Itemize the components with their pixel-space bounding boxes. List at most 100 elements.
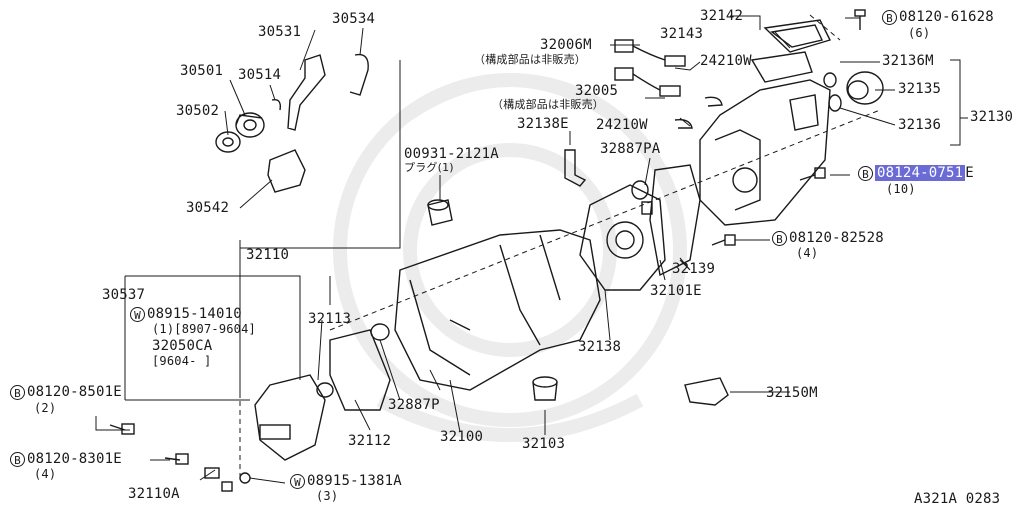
cover-32142 [763, 19, 831, 53]
bolt-symbol: B [10, 385, 25, 400]
qty-08124-0751e: (10) [886, 182, 916, 196]
label-30537: 30537 [102, 287, 146, 303]
label-00931-2121a: 00931-2121A [404, 146, 499, 162]
sensor-32006m [614, 39, 686, 67]
label-32100: 32100 [440, 429, 484, 445]
bolt-8301e [164, 453, 189, 465]
label-32142: 32142 [700, 8, 744, 24]
label-32006m: 32006M [540, 37, 592, 53]
label-30531: 30531 [258, 24, 302, 40]
bolt-symbol: B [772, 231, 787, 246]
label-32136: 32136 [898, 117, 942, 133]
bearing-sleeve-30502 [215, 131, 241, 153]
label-32110a: 32110A [128, 486, 180, 502]
label-24210w-a: 24210W [700, 53, 752, 69]
label-32136m: 32136M [882, 53, 934, 69]
clip-24210w-b [674, 118, 693, 129]
part-number: 08120-8301E [27, 451, 122, 467]
label-30542: 30542 [186, 200, 230, 216]
spring-30534 [349, 53, 369, 96]
label-32150m: 32150M [766, 385, 818, 401]
seal-32136m [823, 72, 837, 88]
note-32005: （構成部品は非販売） [492, 98, 604, 111]
bolt-0751 [799, 167, 826, 181]
label-32050ca: 32050CA [152, 338, 213, 354]
gasket-32143 [750, 51, 813, 83]
gasket-32139 [649, 164, 701, 277]
label-32135: 32135 [898, 81, 942, 97]
label-32101e: 32101E [650, 283, 702, 299]
pin [641, 201, 653, 215]
leader-lines [95, 14, 968, 484]
qty-08120-61628: (6) [908, 26, 931, 40]
front-cover-32110 [254, 374, 334, 461]
label-32138: 32138 [578, 339, 622, 355]
qty-08120-8501e: (2) [34, 401, 57, 415]
label-32110: 32110 [246, 247, 290, 263]
label-30502: 30502 [176, 103, 220, 119]
qty-08120-82528: (4) [796, 246, 819, 260]
clip-24210w-a [704, 96, 723, 107]
note-00931-plug: プラグ(1) [404, 161, 454, 174]
release-bearing-30501 [235, 112, 265, 138]
sensor-32005 [614, 67, 681, 97]
note-32006m: （構成部品は非販売） [474, 53, 586, 66]
watermark-emblem [333, 73, 687, 442]
washer-1381a [239, 472, 251, 484]
bolt-symbol: B [10, 452, 25, 467]
bolt-8501e [109, 423, 135, 435]
bolt-32110a [204, 467, 233, 492]
bushing-32887pa [631, 180, 649, 200]
range-32050ca: [9604- ] [152, 354, 212, 368]
bolt-82528 [711, 234, 736, 246]
bracket-32150m [684, 377, 729, 406]
label-32113: 32113 [308, 311, 352, 327]
adapter-plate-32101e [579, 184, 666, 291]
part-number: 08120-82528 [789, 230, 884, 246]
label-30514: 30514 [238, 67, 282, 83]
shift-fork-30531 [287, 54, 326, 131]
rear-extension-32130 [699, 79, 831, 226]
label-32887p: 32887P [388, 397, 440, 413]
plug-00931 [427, 199, 453, 226]
breather-32138e [564, 149, 587, 187]
label-32130: 32130 [970, 109, 1014, 125]
part-number: 08915-1381A [307, 473, 402, 489]
bolt-61628 [854, 9, 866, 30]
label-30534: 30534 [332, 11, 376, 27]
label-32103: 32103 [522, 436, 566, 452]
snap-ring-32136 [828, 94, 842, 112]
part-number-suffix: E [965, 165, 974, 181]
figure-code: A321A 0283 [914, 491, 1001, 507]
qty-08915-14010: (1)[8907-9604] [152, 322, 256, 336]
qty-08915-1381a: (3) [316, 489, 339, 503]
label-32112: 32112 [348, 433, 392, 449]
bolt-symbol: B [858, 166, 873, 181]
highlighted-part-number: 08124-0751 [875, 165, 966, 181]
label-32887pa: 32887PA [600, 141, 661, 157]
label-30501: 30501 [180, 63, 224, 79]
mount-32103 [532, 376, 558, 401]
washer-symbol: W [130, 307, 145, 322]
label-32139: 32139 [672, 261, 716, 277]
transmission-case-32100 [394, 229, 601, 391]
boot-30542 [267, 149, 306, 193]
clip-30514 [271, 99, 282, 111]
label-24210w-b: 24210W [596, 117, 648, 133]
qty-08120-8301e: (4) [34, 467, 57, 481]
label-32005: 32005 [575, 83, 619, 99]
label-32138e: 32138E [517, 116, 569, 132]
part-number: 08915-14010 [147, 306, 242, 322]
bearing-32135 [846, 71, 884, 105]
part-number: 08120-8501E [27, 384, 122, 400]
gasket-32112 [329, 329, 391, 411]
